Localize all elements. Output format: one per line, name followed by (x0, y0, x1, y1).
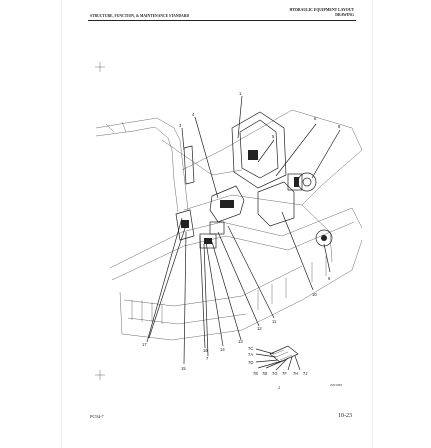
callout: 16 (203, 348, 208, 353)
callout: 7G (272, 371, 278, 376)
callout: 7J (303, 371, 307, 376)
header-section: STRUCTURE, FUNCTION, & MAINTENANCE STAND… (90, 14, 190, 18)
callout: 15 (181, 366, 186, 371)
footer-page-number: 10-23 (338, 413, 352, 419)
callout: 11 (272, 319, 277, 324)
callout: 3 (179, 123, 182, 128)
figure-code: 2WC0001 (330, 383, 343, 387)
header-title-line1: HYDRAULIC EQUIPMENT LAYOUT (289, 8, 354, 12)
header-title-line2: DRAWING (335, 13, 354, 17)
callout: 9 (328, 276, 331, 281)
figure-caption: 2 (278, 385, 280, 390)
callout-labels: 1 4 3 5 6 8 9 10 11 12 13 14 16 7 17 15 … (142, 91, 341, 376)
callout: 10 (312, 292, 317, 297)
callout: 12 (257, 326, 262, 331)
hydraulic-layout-drawing: 1 4 3 5 6 8 9 10 11 12 13 14 16 7 17 15 … (95, 62, 363, 380)
callout: 5 (272, 134, 275, 139)
callout: 13 (238, 339, 243, 344)
registration-mark-top (95, 62, 105, 72)
callout: 8 (338, 124, 341, 129)
callout: 7B (262, 371, 267, 376)
callout: 7E (253, 371, 258, 376)
callout: 7 (206, 356, 209, 361)
callout: 7C (248, 346, 253, 351)
callout: 17 (142, 342, 147, 347)
callout: 4 (192, 112, 195, 117)
callout: 7H (293, 371, 298, 376)
callout: 7A (248, 352, 253, 357)
header-rule (88, 20, 356, 21)
callout: 7D (248, 360, 253, 365)
document-page: HYDRAULIC EQUIPMENT LAYOUT DRAWING STRUC… (62, 0, 372, 448)
callout: 1 (239, 91, 242, 96)
components (175, 111, 333, 363)
footer-model: PC94-7 (90, 414, 104, 419)
registration-mark-bottom (95, 370, 105, 380)
callout: 7F (282, 371, 287, 376)
leader-lines (146, 95, 341, 371)
callout: 6 (314, 116, 317, 121)
callout: 14 (220, 347, 225, 352)
machine-outline (95, 109, 363, 341)
